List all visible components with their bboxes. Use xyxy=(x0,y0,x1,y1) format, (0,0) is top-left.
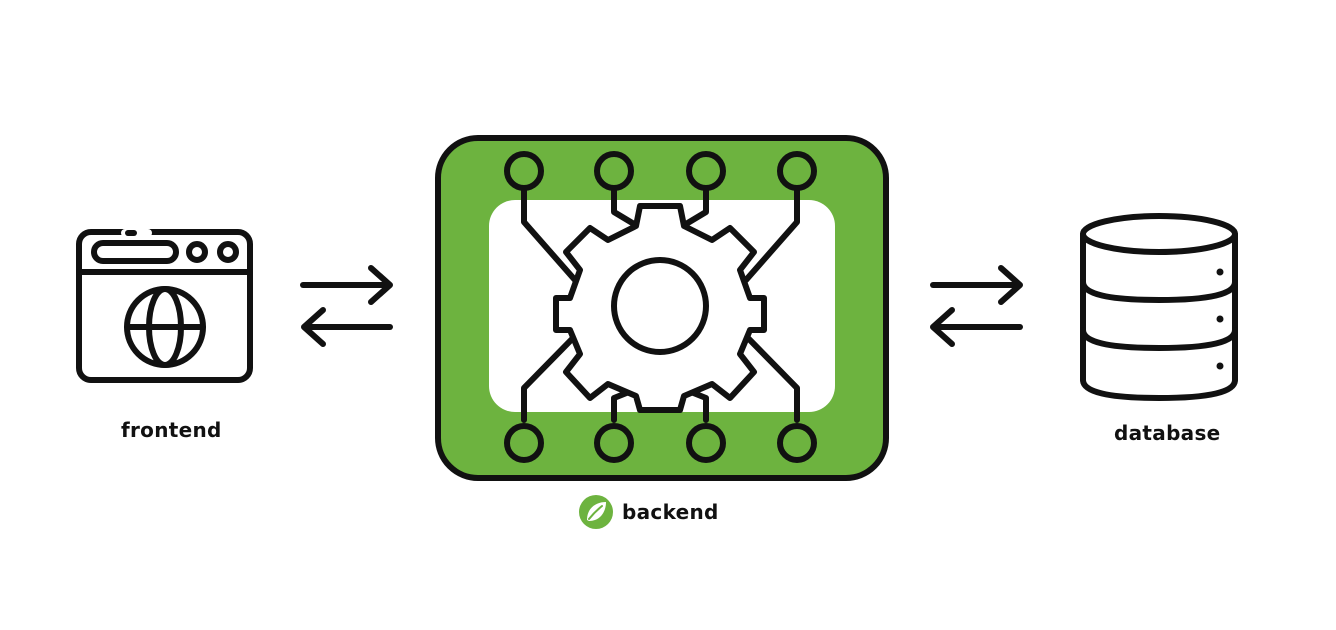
bidirectional-arrow-left xyxy=(300,265,393,347)
frontend-label: frontend xyxy=(121,418,222,442)
database-cylinder-icon xyxy=(1080,213,1238,401)
gear-circuit-icon xyxy=(435,135,889,481)
database-indicator-dots xyxy=(1216,268,1224,370)
database-label: database xyxy=(1114,421,1221,445)
bidirectional-arrow-right xyxy=(930,265,1023,347)
backend-label: backend xyxy=(622,500,719,524)
browser-globe-icon xyxy=(76,229,253,383)
spring-leaf-icon xyxy=(579,495,613,529)
backend-label-group: backend xyxy=(578,494,719,530)
